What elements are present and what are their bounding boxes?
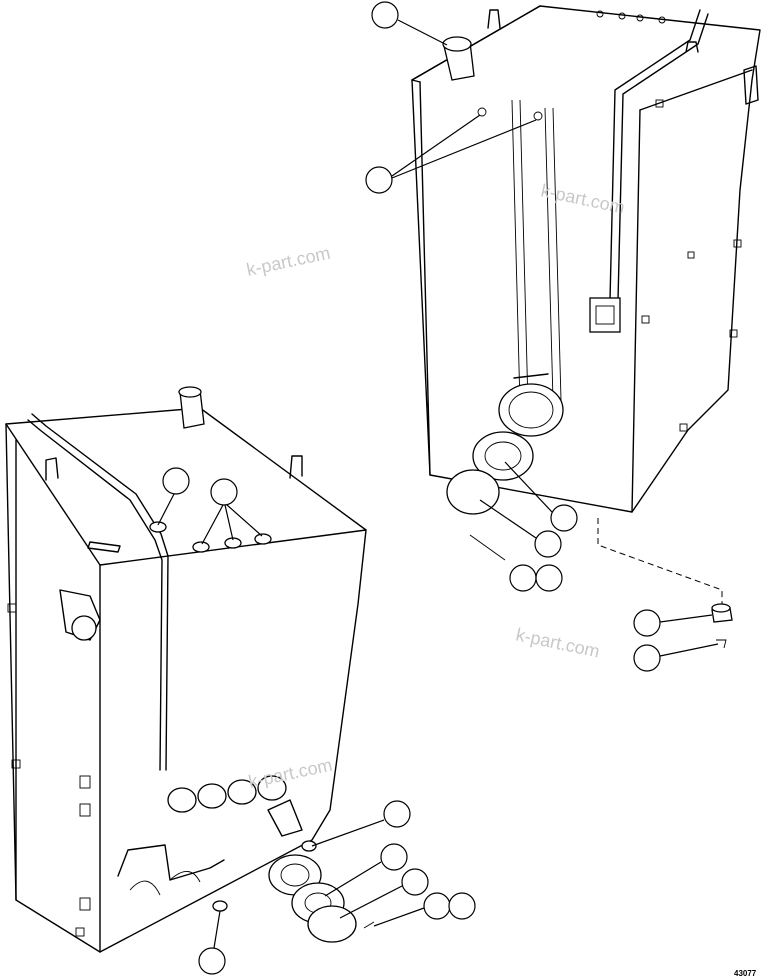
watermark-text: k-part.com (245, 243, 332, 280)
callout-balloon (380, 843, 408, 871)
callout-balloon (198, 947, 226, 975)
callout-balloon (423, 892, 451, 920)
callout-balloon (365, 166, 393, 194)
callout-balloon (210, 478, 238, 506)
upper-tank (411, 5, 761, 649)
callout-balloon (633, 644, 661, 672)
callout-balloon (550, 504, 578, 532)
watermark-text: k-part.com (247, 755, 334, 792)
drawing-number: 43077 (734, 969, 757, 978)
lower-tank (5, 386, 375, 953)
callout-balloon (371, 1, 399, 29)
callout-balloon (448, 892, 476, 920)
callout-balloon (162, 467, 190, 495)
callout-balloon (633, 609, 661, 637)
callout-balloon (534, 530, 562, 558)
callout-balloon (509, 564, 537, 592)
callouts (157, 1, 719, 975)
watermark-text: k-part.com (514, 624, 601, 661)
callout-balloon (535, 564, 563, 592)
callout-balloon (401, 868, 429, 896)
callout-balloon (383, 800, 411, 828)
